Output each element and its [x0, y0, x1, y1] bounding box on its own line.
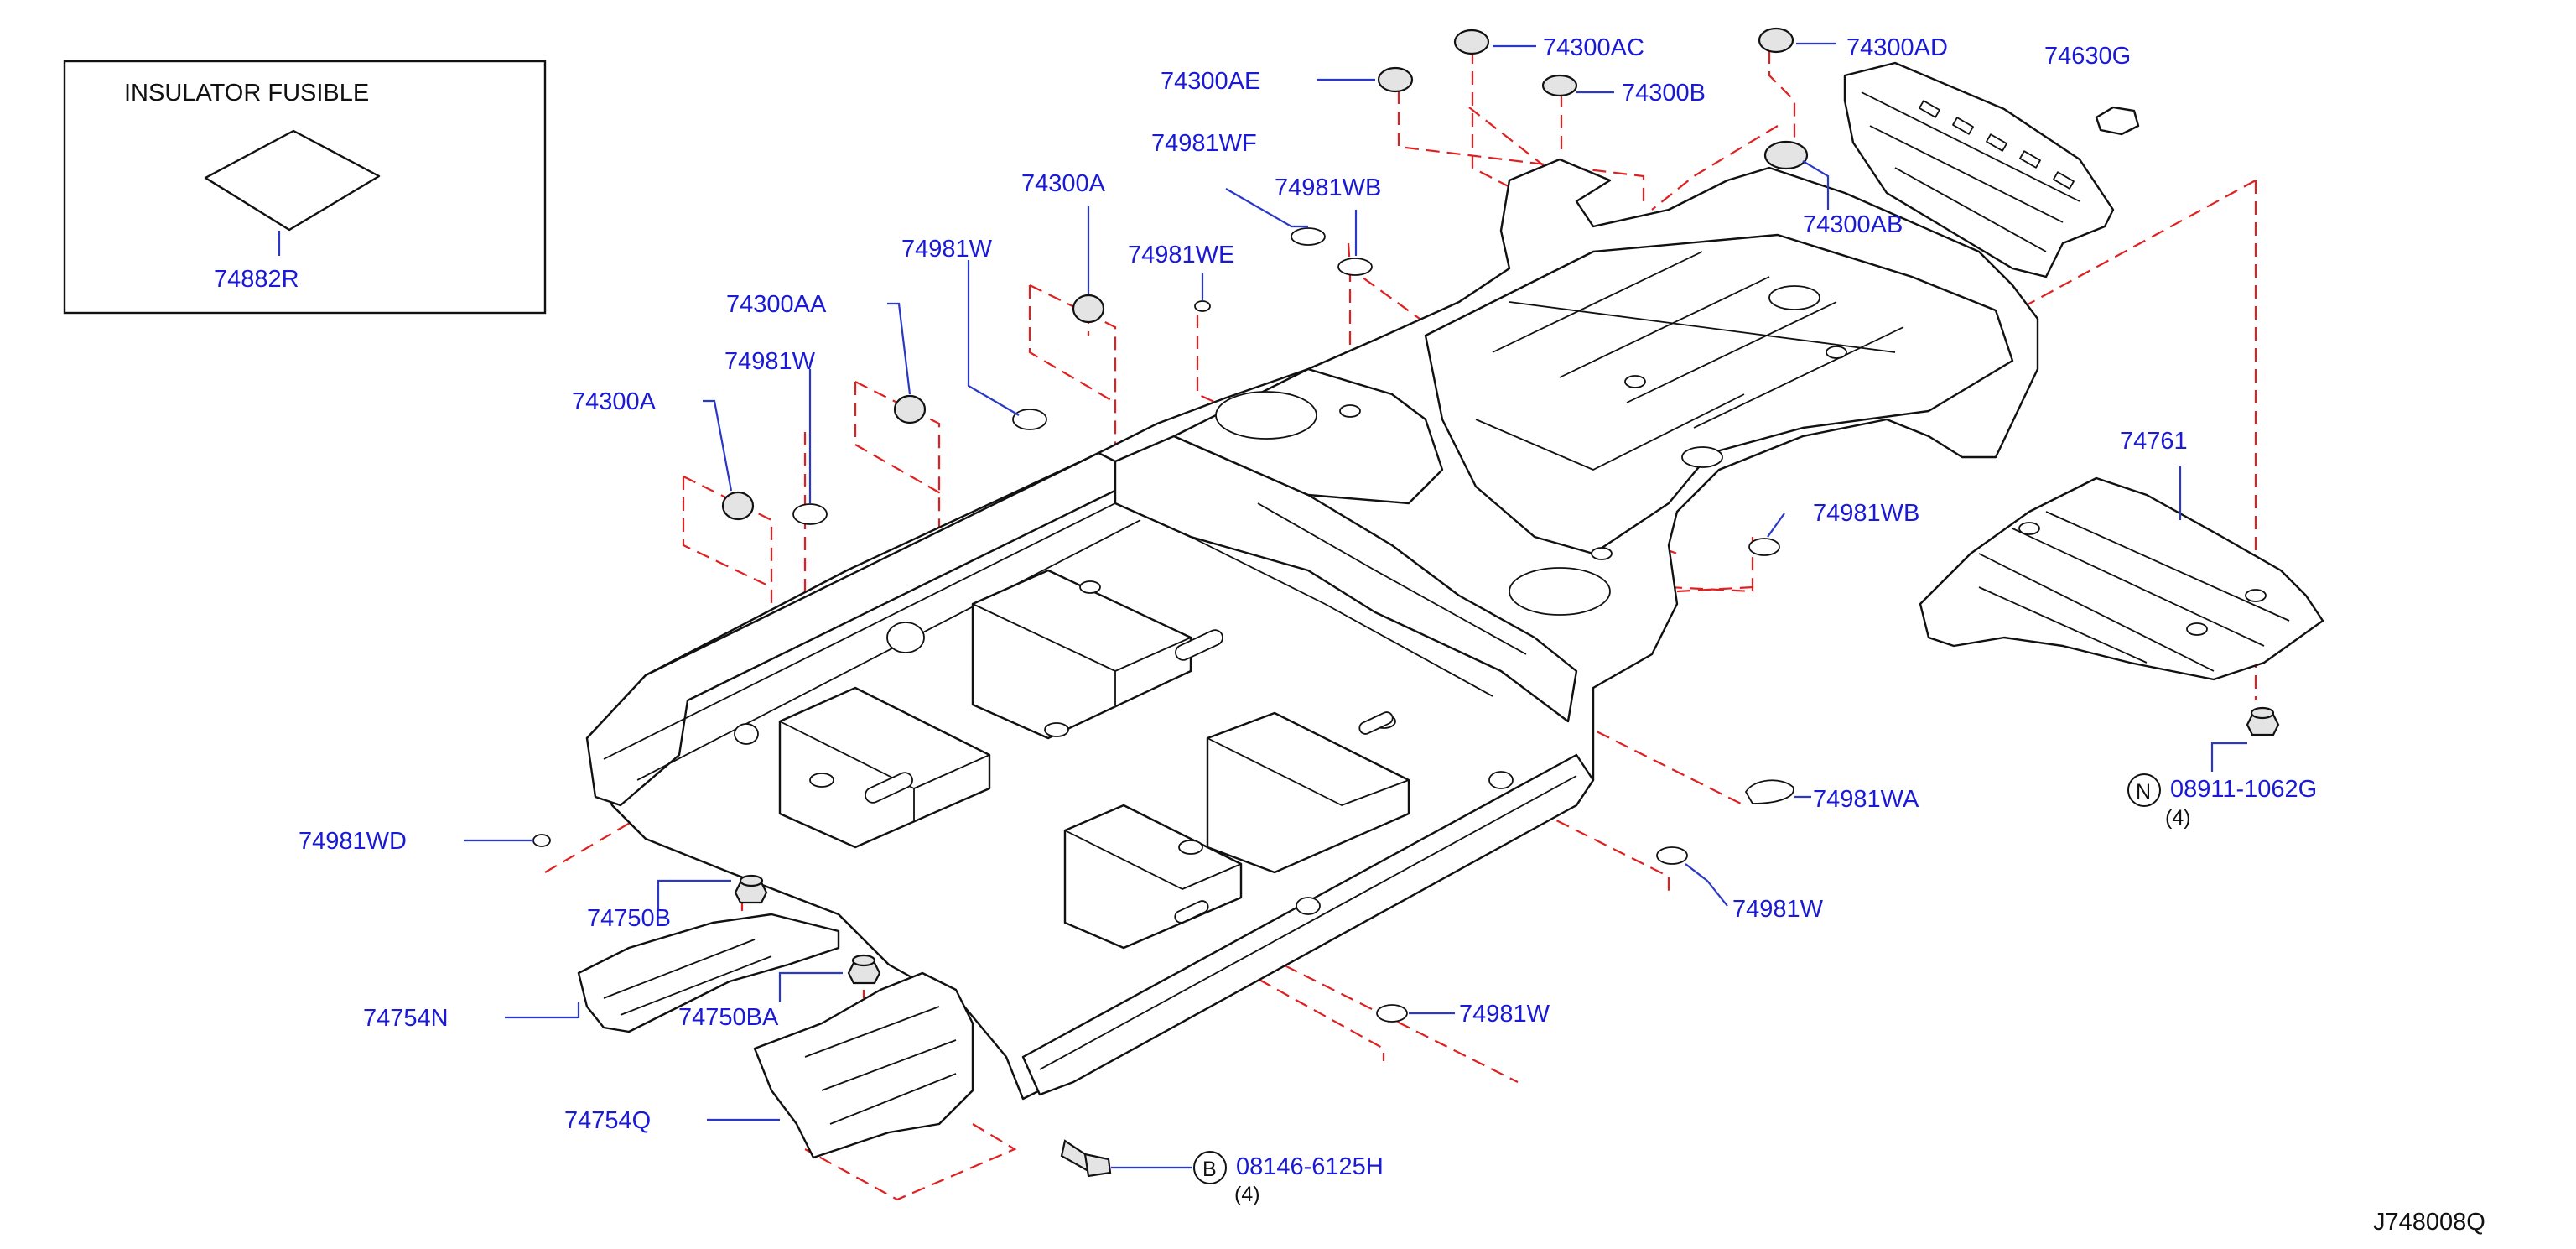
seal-74981WB-right — [1748, 538, 1780, 556]
label-74750BA[interactable]: 74750BA — [678, 1004, 779, 1031]
label-74754Q[interactable]: 74754Q — [564, 1107, 651, 1134]
marker-B: B — [1202, 1158, 1217, 1181]
plugs — [532, 27, 2280, 1178]
label-74754N[interactable]: 74754N — [363, 1005, 449, 1032]
seal-74981WB-top — [1337, 258, 1373, 276]
bolt-08146-6125H — [1060, 1139, 1112, 1178]
right-side-sill — [1021, 753, 1595, 1096]
label-74300B[interactable]: 74300B — [1622, 80, 1706, 107]
label-74300A-left[interactable]: 74300A — [572, 388, 657, 415]
label-74981WF[interactable]: 74981WF — [1151, 130, 1257, 157]
seal-74981W-a — [1012, 409, 1047, 430]
rear-panel-74630G-area — [1843, 61, 2140, 278]
label-74981WB-right[interactable]: 74981WB — [1813, 500, 1919, 527]
nut-08911-1062G — [2246, 706, 2280, 736]
label-74981W-a[interactable]: 74981W — [901, 236, 993, 263]
label-74882R[interactable]: 74882R — [214, 266, 299, 293]
floor-pan-assembly — [585, 158, 2039, 1101]
inset-title: INSULATOR FUSIBLE — [124, 80, 369, 107]
label-74630G[interactable]: 74630G — [2044, 43, 2131, 70]
seal-74981WA — [1744, 779, 1794, 804]
label-74981W-d[interactable]: 74981W — [1459, 1001, 1550, 1028]
plug-74300AB — [1763, 140, 1809, 170]
seal-74981W-c — [1656, 846, 1688, 865]
label-74300AC[interactable]: 74300AC — [1543, 34, 1644, 61]
leader-lines — [464, 42, 2247, 1169]
rear-panel — [1843, 61, 2115, 278]
label-bolt-qty: (4) — [1234, 1183, 1260, 1206]
label-74981W-c[interactable]: 74981W — [1732, 896, 1824, 923]
label-74981WB-top[interactable]: 74981WB — [1275, 174, 1381, 201]
label-74300A-top[interactable]: 74300A — [1021, 170, 1106, 197]
label-74750B[interactable]: 74750B — [587, 905, 671, 932]
label-74981WD[interactable]: 74981WD — [299, 828, 407, 855]
label-bolt-08146-6125H[interactable]: 08146-6125H — [1236, 1153, 1384, 1180]
marker-N: N — [2136, 780, 2151, 804]
label-74300AE[interactable]: 74300AE — [1161, 68, 1260, 95]
floor-holes — [734, 285, 1847, 924]
fusible-insulator-pad — [204, 129, 381, 232]
cross-member-1 — [778, 686, 991, 849]
part-labels: 74300AE 74300AC 74300AD 74630G 74300B 74… — [299, 34, 2485, 1236]
left-side-sill — [585, 451, 1142, 807]
cross-member-4 — [1206, 711, 1410, 874]
label-74981WE[interactable]: 74981WE — [1128, 242, 1234, 268]
label-74300AB[interactable]: 74300AB — [1803, 211, 1903, 238]
seal-74981W-d — [1376, 1004, 1408, 1023]
plug-74300B — [1541, 74, 1578, 97]
label-74981W-b[interactable]: 74981W — [724, 348, 816, 375]
nut-74750BA — [847, 954, 881, 985]
cross-member-2 — [971, 569, 1192, 740]
plug-74300AD — [1758, 27, 1794, 54]
bracket-74754Q — [753, 971, 974, 1159]
rear-insulator-clip-74630G — [2095, 106, 2140, 136]
bracket-74754N — [577, 913, 840, 1033]
plug-74300A-left — [721, 491, 755, 521]
label-74300AA[interactable]: 74300AA — [726, 291, 827, 318]
label-74761[interactable]: 74761 — [2120, 428, 2188, 455]
label-74981WA[interactable]: 74981WA — [1813, 786, 1919, 813]
seal-74981WE — [1194, 300, 1211, 312]
center-tunnel — [1114, 435, 1578, 723]
label-74300AD[interactable]: 74300AD — [1846, 34, 1948, 61]
plug-74300AA — [893, 394, 927, 424]
plug-74300A-top — [1072, 294, 1105, 324]
diagram-code: J748008Q — [2373, 1209, 2485, 1236]
label-nut-08911-1062G[interactable]: 08911-1062G — [2170, 776, 2317, 803]
cover-74761 — [1919, 476, 2324, 681]
label-nut-qty: (4) — [2165, 806, 2191, 830]
plug-74300AC — [1453, 29, 1490, 55]
seal-74981WF — [1291, 227, 1326, 246]
callout-markers: B N — [1193, 773, 2161, 1184]
nut-74750B — [734, 874, 768, 904]
plug-74300AE — [1377, 66, 1414, 93]
inset-box: INSULATOR FUSIBLE 74882R — [63, 60, 547, 315]
seal-74981W-b — [792, 503, 828, 525]
seal-74981WD — [532, 834, 551, 847]
